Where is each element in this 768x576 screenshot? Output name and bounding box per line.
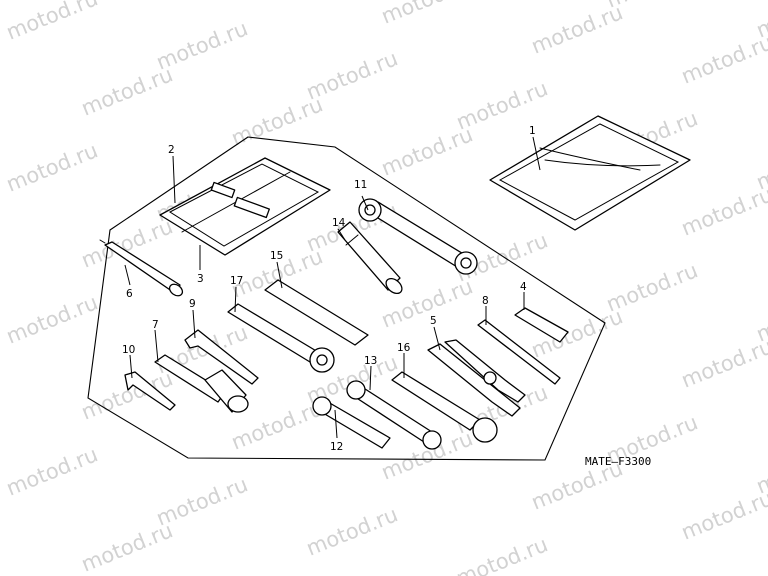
watermark-text: motod.ru xyxy=(78,62,176,120)
callout-1: 1 xyxy=(529,125,536,137)
part-8-screwdriver-bit xyxy=(477,319,561,385)
callout-5: 5 xyxy=(430,315,437,327)
callout-15: 15 xyxy=(270,250,283,262)
watermark-text: motod.ru xyxy=(3,290,101,348)
watermark-text: motod.ru xyxy=(528,0,626,58)
callout-7: 7 xyxy=(152,319,159,331)
part-9-hex-key xyxy=(184,329,259,385)
callout-11: 11 xyxy=(354,179,367,191)
part-10-small-hex-key xyxy=(124,371,176,411)
callout-12: 12 xyxy=(330,441,343,453)
part-17-wrench xyxy=(227,303,335,373)
watermark-text: motod.ru xyxy=(378,0,476,29)
callout-8: 8 xyxy=(482,295,489,307)
part-7-spark-plug-wrench xyxy=(154,354,249,413)
watermark-text: motod.ru xyxy=(453,532,551,576)
watermark-text: motod.ru xyxy=(678,334,768,392)
watermark-text: motod.ru xyxy=(678,486,768,544)
watermark-text: motod.ru xyxy=(3,138,101,196)
callout-4: 4 xyxy=(520,281,527,293)
tool-kit-outline xyxy=(87,136,606,461)
leader-lines xyxy=(124,136,541,439)
part-2-tool-bag xyxy=(159,157,331,256)
callout-16: 16 xyxy=(397,342,411,354)
watermark-text: motod.ru xyxy=(528,304,626,362)
watermark-text: motod.ru xyxy=(3,0,101,45)
callout-9: 9 xyxy=(189,298,196,310)
callout-10: 10 xyxy=(122,344,135,356)
part-1-manual-pouch xyxy=(489,115,691,231)
watermark-text: motod.ru xyxy=(378,122,476,180)
watermark-text: motod.ru xyxy=(303,502,401,560)
part-14-socket-extension xyxy=(337,221,403,295)
callout-2: 2 xyxy=(168,144,175,156)
watermark-text: motod.ru xyxy=(78,214,176,272)
callout-13: 13 xyxy=(364,355,377,367)
watermark-text: motod.ru xyxy=(228,92,326,150)
part-13-open-wrench xyxy=(346,380,442,450)
watermark-text: motod.ru xyxy=(678,182,768,240)
callout-6: 6 xyxy=(126,288,133,300)
watermark-text: motod.ru xyxy=(3,442,101,500)
part-6-screwdriver xyxy=(99,239,184,297)
part-4-handle xyxy=(514,307,569,343)
callout-3: 3 xyxy=(197,273,204,285)
part-12-open-wrench xyxy=(312,396,391,449)
part-5-pliers xyxy=(427,339,526,417)
callout-17: 17 xyxy=(230,275,243,287)
diagram-code: MATE—F3300 xyxy=(585,455,651,468)
part-15-flat-bar xyxy=(264,279,369,346)
callout-14: 14 xyxy=(332,217,346,229)
callout-labels: 1 2 3 4 5 6 7 8 9 10 11 12 13 14 15 16 1… xyxy=(122,125,536,453)
watermark-text: motod.ru xyxy=(678,30,768,88)
watermark-text: motod.ru xyxy=(78,518,176,576)
part-16-long-wrench xyxy=(391,371,498,443)
part-11-box-wrench xyxy=(358,198,478,275)
